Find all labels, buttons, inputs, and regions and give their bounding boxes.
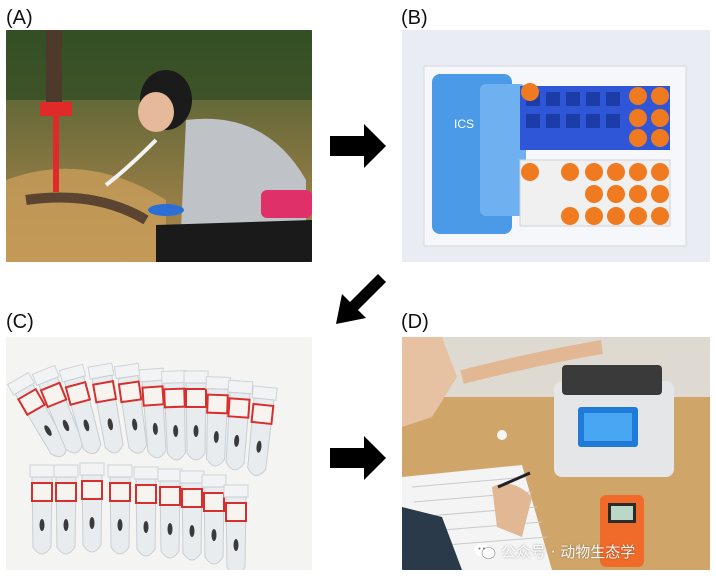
sample-tube	[223, 484, 249, 570]
arrow-right-bottom	[330, 436, 386, 480]
watermark-text: 公众号 · 动物生态学	[501, 542, 636, 561]
arrow-right-top	[330, 124, 386, 168]
sample-tube	[53, 464, 79, 555]
sample-tube	[79, 462, 105, 553]
sample-tube	[138, 367, 167, 459]
sample-tube	[161, 370, 187, 461]
panel-label-b: (B)	[401, 7, 428, 29]
sample-tube	[29, 464, 55, 555]
sample-tube	[133, 466, 159, 557]
sample-tube	[31, 364, 84, 454]
sample-tube	[107, 464, 133, 555]
photo-sample-storage-box: ICS	[402, 30, 710, 262]
sample-tube	[225, 379, 254, 471]
sample-tube	[179, 470, 205, 561]
sample-tube	[201, 474, 227, 565]
sample-tube	[157, 468, 183, 559]
sample-tube	[58, 363, 102, 455]
photo-field-collection	[6, 30, 312, 262]
sample-tube	[247, 385, 278, 477]
photo-labelled-tubes	[6, 337, 312, 570]
wechat-icon	[474, 543, 496, 559]
panel-label-c: (C)	[6, 311, 34, 333]
watermark: 公众号 · 动物生态学	[474, 540, 635, 562]
sample-tube	[205, 376, 231, 467]
arrow-down-left	[336, 274, 386, 324]
sample-tube	[6, 371, 68, 457]
photo-lab-measurement	[402, 337, 710, 570]
sample-tube	[113, 362, 148, 454]
svg-text:ICS: ICS	[454, 117, 474, 131]
panel-label-d: (D)	[401, 311, 429, 333]
sample-tube	[183, 370, 209, 461]
panel-label-a: (A)	[6, 7, 33, 29]
sample-tube	[87, 362, 124, 454]
